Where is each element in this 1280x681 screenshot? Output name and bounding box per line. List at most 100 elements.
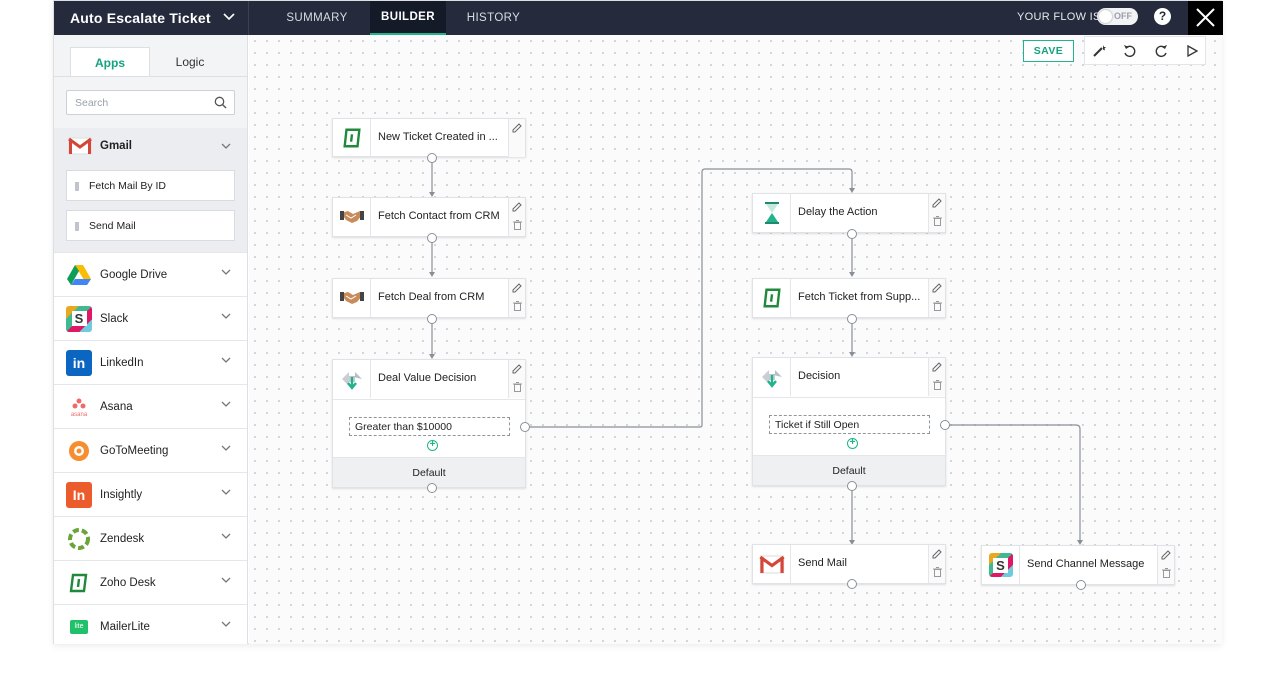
decision-icon xyxy=(753,358,791,396)
node-deal-value-decision[interactable]: Deal Value Decision Greater than $10000 … xyxy=(332,359,526,488)
node-fetch-ticket[interactable]: Fetch Ticket from Supp... xyxy=(752,278,946,318)
output-port[interactable] xyxy=(847,481,857,491)
node-label: Fetch Deal from CRM xyxy=(378,291,485,303)
wire xyxy=(530,168,853,428)
chevron-down-icon xyxy=(221,533,231,539)
zoho-desk-icon xyxy=(753,279,791,317)
app-name: Insightly xyxy=(100,488,143,501)
builder-canvas[interactable]: SAVE New Ticket Created in ... Fetch Con… xyxy=(249,35,1222,644)
trash-icon[interactable] xyxy=(933,301,942,311)
gmail-app-header[interactable]: Gmail xyxy=(54,128,247,165)
decision-default[interactable]: Default xyxy=(333,457,525,487)
handshake-icon xyxy=(333,198,371,236)
condition-port[interactable] xyxy=(520,422,530,432)
app-name: Slack xyxy=(100,312,129,325)
help-icon[interactable]: ? xyxy=(1154,8,1171,25)
node-trigger[interactable]: New Ticket Created in ... xyxy=(332,118,526,157)
add-condition-icon[interactable]: + xyxy=(847,438,858,449)
app-item-mailerlite[interactable]: lite MailerLite xyxy=(54,604,247,644)
output-port[interactable] xyxy=(427,314,437,324)
node-fetch-contact[interactable]: Fetch Contact from CRM xyxy=(332,197,526,237)
tab-summary[interactable]: SUMMARY xyxy=(286,12,348,24)
app-item-linkedin[interactable]: in LinkedIn xyxy=(54,340,247,384)
flow-title-dropdown[interactable]: Auto Escalate Ticket xyxy=(54,1,249,35)
edit-icon[interactable] xyxy=(512,363,523,374)
google-drive-icon xyxy=(66,262,92,288)
edit-icon[interactable] xyxy=(512,282,523,293)
node-fetch-deal[interactable]: Fetch Deal from CRM xyxy=(332,278,526,318)
add-condition-icon[interactable]: + xyxy=(427,440,438,451)
output-port[interactable] xyxy=(427,153,437,163)
app-item-gotomeeting[interactable]: GoToMeeting xyxy=(54,428,247,472)
node-label: Deal Value Decision xyxy=(378,372,477,384)
redo-icon[interactable] xyxy=(1153,43,1169,59)
app-item-zendesk[interactable]: Zendesk xyxy=(54,516,247,560)
output-port[interactable] xyxy=(847,229,857,239)
trash-icon[interactable] xyxy=(513,301,522,311)
tab-builder[interactable]: BUILDER xyxy=(370,1,446,35)
node-send-channel-message[interactable]: S Send Channel Message xyxy=(981,545,1175,585)
decision-icon xyxy=(333,360,371,398)
zoho-desk-icon xyxy=(333,119,371,157)
tab-history[interactable]: HISTORY xyxy=(466,12,521,24)
toggle-label: OFF xyxy=(1114,11,1132,21)
edit-icon[interactable] xyxy=(512,122,523,133)
play-icon[interactable] xyxy=(1184,43,1200,59)
flow-toggle[interactable]: OFF xyxy=(1097,8,1138,25)
decision-condition[interactable]: Ticket if Still Open xyxy=(769,415,930,434)
edit-icon[interactable] xyxy=(512,201,523,212)
output-port[interactable] xyxy=(427,483,437,493)
save-button[interactable]: SAVE xyxy=(1023,40,1074,62)
flow-builder-window: Auto Escalate Ticket SUMMARY BUILDER HIS… xyxy=(53,0,1223,644)
edit-icon[interactable] xyxy=(932,282,943,293)
arrow-head xyxy=(429,354,435,359)
drag-handle-icon xyxy=(75,182,79,191)
output-port[interactable] xyxy=(847,579,857,589)
condition-port[interactable] xyxy=(940,420,950,430)
app-item-google-drive[interactable]: Google Drive xyxy=(54,252,247,296)
gmail-icon xyxy=(68,137,92,155)
tab-divider xyxy=(54,76,247,77)
node-actions xyxy=(928,279,945,317)
app-item-asana[interactable]: asana Asana xyxy=(54,384,247,428)
action-send-mail[interactable]: Send Mail xyxy=(66,210,235,241)
trash-icon[interactable] xyxy=(933,567,942,577)
node-delay[interactable]: Delay the Action xyxy=(752,193,946,233)
app-item-insightly[interactable]: In Insightly xyxy=(54,472,247,516)
chevron-down-icon xyxy=(221,445,231,451)
edit-icon[interactable] xyxy=(932,548,943,559)
output-port[interactable] xyxy=(1076,580,1086,590)
trash-icon[interactable] xyxy=(1162,568,1171,578)
decision-default[interactable]: Default xyxy=(753,455,945,485)
output-port[interactable] xyxy=(427,233,437,243)
close-button[interactable] xyxy=(1188,1,1223,35)
edit-icon[interactable] xyxy=(932,197,943,208)
arrow-head xyxy=(849,540,855,545)
app-item-slack[interactable]: S Slack xyxy=(54,296,247,340)
app-item-zoho-desk[interactable]: Zoho Desk xyxy=(54,560,247,604)
trash-icon[interactable] xyxy=(513,220,522,230)
decision-condition[interactable]: Greater than $10000 xyxy=(349,417,510,436)
gmail-icon xyxy=(753,545,791,583)
search-input[interactable]: Search xyxy=(66,90,235,115)
undo-icon[interactable] xyxy=(1122,43,1138,59)
trash-icon[interactable] xyxy=(513,382,522,392)
node-actions xyxy=(1157,546,1174,584)
magic-wand-icon[interactable] xyxy=(1091,43,1107,59)
gmail-app-name: Gmail xyxy=(100,140,132,152)
trash-icon[interactable] xyxy=(933,380,942,390)
tab-logic[interactable]: Logic xyxy=(175,55,205,69)
action-fetch-mail-by-id[interactable]: Fetch Mail By ID xyxy=(66,170,235,201)
edit-icon[interactable] xyxy=(1161,549,1172,560)
chevron-down-icon xyxy=(221,357,231,363)
node-decision[interactable]: Decision Ticket if Still Open + Default xyxy=(752,357,946,486)
node-actions xyxy=(508,198,525,236)
tab-apps[interactable]: Apps xyxy=(70,47,150,77)
node-send-mail[interactable]: Send Mail xyxy=(752,544,946,584)
output-port[interactable] xyxy=(847,314,857,324)
node-label: Fetch Ticket from Supp... xyxy=(798,291,921,303)
gmail-app-expanded: Gmail Fetch Mail By ID Send Mail xyxy=(54,128,247,252)
app-name: Zendesk xyxy=(100,532,145,545)
trash-icon[interactable] xyxy=(933,216,942,226)
edit-icon[interactable] xyxy=(932,361,943,372)
